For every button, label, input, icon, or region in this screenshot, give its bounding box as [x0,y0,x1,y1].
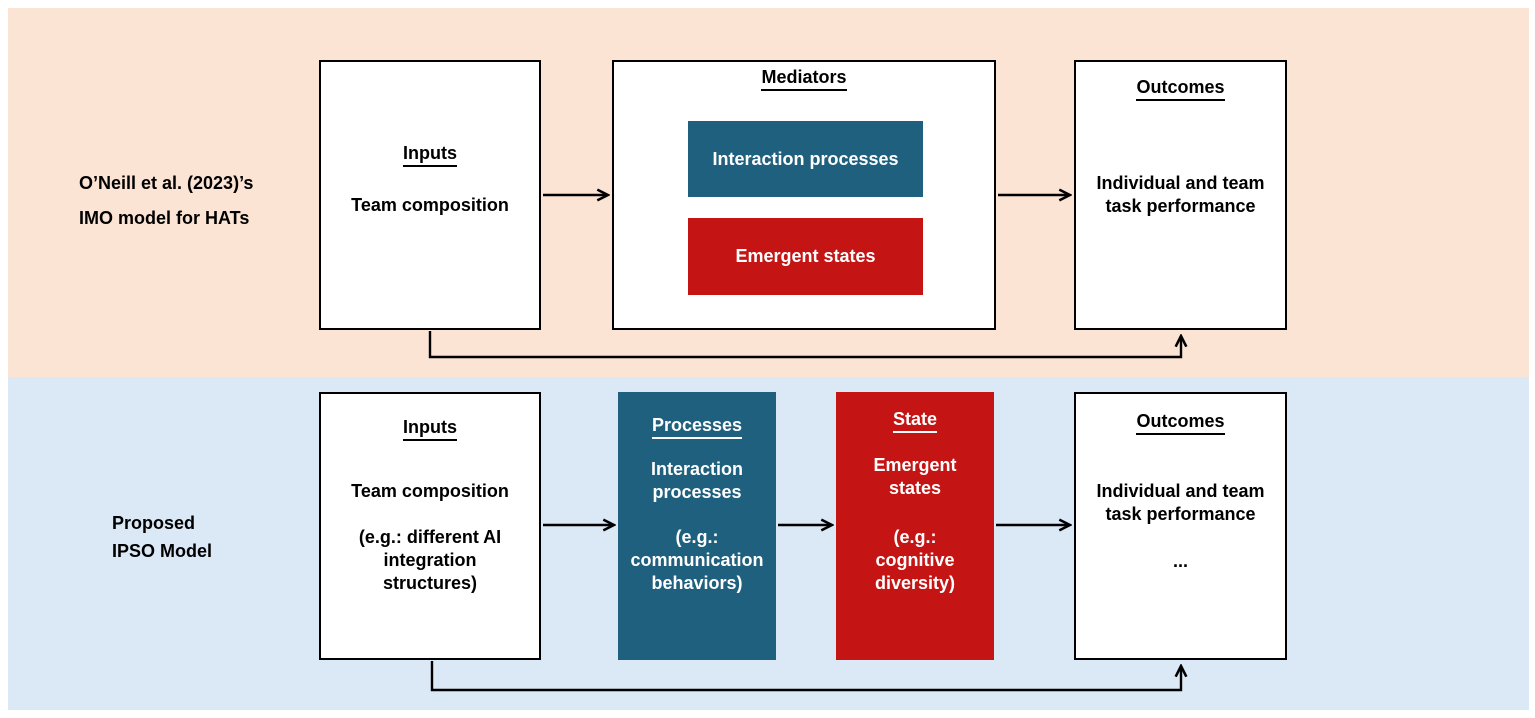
imo-model-label: O’Neill et al. (2023)’s IMO model for HA… [79,166,253,236]
imo-interaction-processes-chip: Interaction processes [688,121,923,197]
imo-outcomes-body: Individual and team task performance [1096,173,1265,216]
ipso-processes-box: Processes Interaction processes (e.g.: c… [618,392,776,660]
ipso-state-box: State Emergent states (e.g.: cognitive d… [836,392,994,660]
ipso-inputs-example: (e.g.: different AI integration structur… [358,527,502,593]
imo-mediators-header: Mediators [614,66,994,91]
imo-model-label-line1: O’Neill et al. (2023)’s [79,173,254,193]
ipso-state-header: State [836,408,994,433]
imo-inputs-header: Inputs [321,142,539,167]
ipso-outcomes-body: Individual and team task performance [1096,481,1265,524]
ipso-outcomes-box: Outcomes Individual and team task perfor… [1074,392,1287,660]
imo-outcomes-box: Outcomes Individual and team task perfor… [1074,60,1287,330]
ipso-model-label-line2: IPSO Model [112,541,213,561]
ipso-outcomes-header: Outcomes [1076,410,1285,435]
ipso-outcomes-ellipsis: ... [1172,551,1188,571]
ipso-state-body: Emergent states [873,455,957,498]
ipso-processes-header: Processes [618,414,776,439]
imo-inputs-body: Team composition [351,195,509,215]
ipso-model-label-line1: Proposed [112,513,196,533]
ipso-inputs-body: Team composition [351,481,509,501]
ipso-inputs-header: Inputs [321,416,539,441]
ipso-state-example: (e.g.: cognitive diversity) [874,527,956,593]
imo-model-label-line2: IMO model for HATs [79,208,250,228]
ipso-model-label: Proposed IPSO Model [112,509,212,565]
ipso-processes-body: Interaction processes [650,459,743,502]
imo-inputs-box: Inputs Team composition [319,60,541,330]
imo-outcomes-header: Outcomes [1076,76,1285,101]
imo-emergent-states-chip: Emergent states [688,218,923,295]
imo-mediators-box: Mediators Interaction processes Emergent… [612,60,996,330]
ipso-inputs-box: Inputs Team composition (e.g.: different… [319,392,541,660]
ipso-processes-example: (e.g.: communication behaviors) [630,527,764,593]
